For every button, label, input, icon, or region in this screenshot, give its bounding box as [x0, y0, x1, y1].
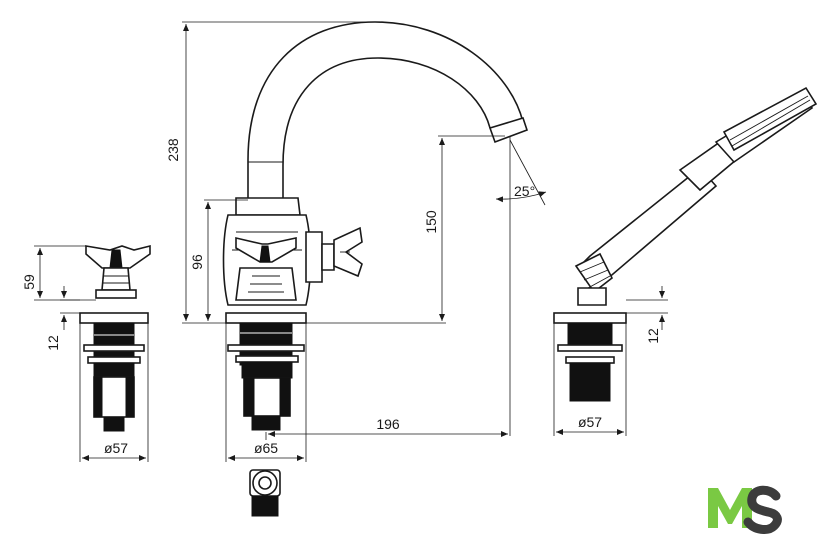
left-valve: [79, 244, 151, 432]
dim-spout-angle: 25°: [514, 183, 535, 199]
dim-left-deck: 12: [45, 335, 61, 351]
spout: [247, 21, 529, 198]
dimension-lines: [34, 21, 668, 462]
center-deck-fixing: [225, 312, 307, 431]
dim-overall-height: 238: [165, 138, 181, 162]
dim-spout-height: 150: [423, 210, 439, 234]
mixer-body: [222, 197, 363, 306]
dim-spout-reach: 196: [376, 416, 400, 432]
dim-handle-height: 59: [21, 274, 37, 290]
dim-left-diameter: ø57: [104, 440, 128, 456]
hand-shower: [574, 86, 818, 306]
dim-right-diameter: ø57: [578, 414, 602, 430]
ms-logo: [708, 485, 782, 534]
dim-body-height: 96: [189, 254, 205, 270]
dim-right-deck: 12: [645, 328, 661, 344]
diverter-detail: [249, 469, 281, 517]
right-holder-fixing: [553, 312, 627, 402]
dim-center-diameter: ø65: [254, 440, 278, 456]
